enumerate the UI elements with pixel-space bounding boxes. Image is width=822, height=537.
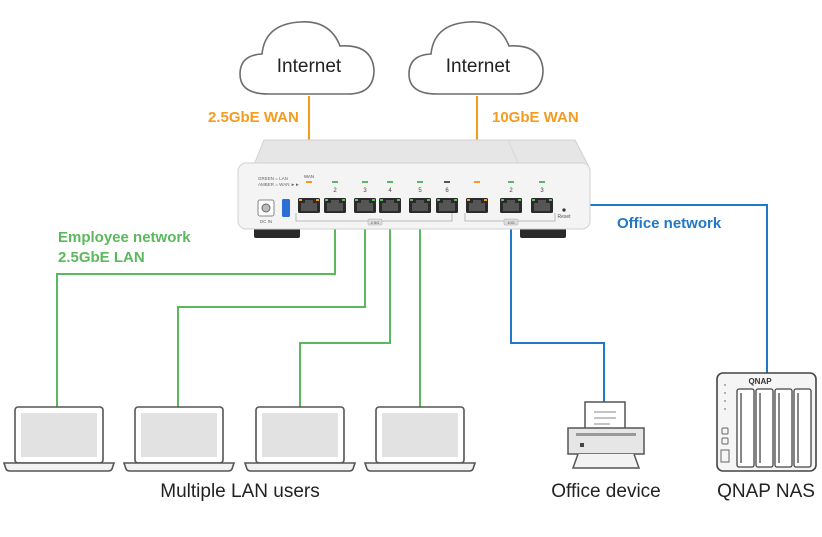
ethernet-port: 4 xyxy=(379,181,401,213)
wan-label-10g: 10GbE WAN xyxy=(492,109,579,126)
port-number: 3 xyxy=(540,188,544,194)
port-number: 5 xyxy=(418,188,422,194)
employee-network-label: Employee network xyxy=(58,229,191,246)
cloud-label: Internet xyxy=(277,56,342,77)
printer-icon xyxy=(567,401,645,469)
laptop-icon xyxy=(363,406,477,472)
cloud-label: Internet xyxy=(446,56,511,77)
ethernet-port xyxy=(466,181,488,213)
office-device-label: Office device xyxy=(551,481,660,502)
laptop-icon xyxy=(243,406,357,472)
office-network-label: Office network xyxy=(617,215,722,232)
port-number: 3 xyxy=(363,188,367,194)
nas-label: QNAP NAS xyxy=(717,481,815,502)
port-number: 2 xyxy=(509,188,513,194)
dc-in-label: DC IN xyxy=(260,219,272,224)
usb-port xyxy=(282,199,290,217)
group-label-10g: 10G xyxy=(507,220,515,225)
port-number: 6 xyxy=(445,188,449,194)
lan-link-2 xyxy=(177,212,366,410)
lan-link-1 xyxy=(56,212,336,410)
cloud-icon: Internet xyxy=(408,21,544,95)
port-number: 4 xyxy=(388,188,392,194)
office-link-nas xyxy=(548,204,768,374)
ethernet-port: 3 xyxy=(531,181,553,213)
router-legend-lan: GREEN = LAN xyxy=(258,176,288,181)
wan-port-label: WAN xyxy=(304,174,314,179)
ethernet-port: 6 xyxy=(436,181,458,213)
ethernet-port xyxy=(298,181,320,213)
lan-users-label: Multiple LAN users xyxy=(160,481,319,502)
laptop-icon xyxy=(122,406,236,472)
router-legend-wan: AMBER = WAN ►► xyxy=(258,182,300,187)
ethernet-port: 2 xyxy=(500,181,522,213)
employee-network-speed: 2.5GbE LAN xyxy=(58,249,145,266)
cloud-icon: Internet xyxy=(239,21,375,95)
connection-lines xyxy=(56,96,768,410)
router-icon: GREEN = LAN AMBER = WAN ►► DC IN WAN 2.5… xyxy=(237,139,591,238)
laptop-icon xyxy=(2,406,116,472)
wan-label-25g: 2.5GbE WAN xyxy=(208,109,299,126)
office-link-device xyxy=(510,212,605,402)
ethernet-port: 5 xyxy=(409,181,431,213)
reset-label: Reset xyxy=(557,214,571,220)
nas-icon: QNAP xyxy=(716,372,817,472)
ethernet-port: 3 xyxy=(354,181,376,213)
group-label-25g: 2.5G xyxy=(371,220,380,225)
nas-brand-logo: QNAP xyxy=(748,377,772,386)
lan-link-3 xyxy=(299,212,391,410)
port-number: 2 xyxy=(333,188,337,194)
ethernet-port: 2 xyxy=(324,181,346,213)
